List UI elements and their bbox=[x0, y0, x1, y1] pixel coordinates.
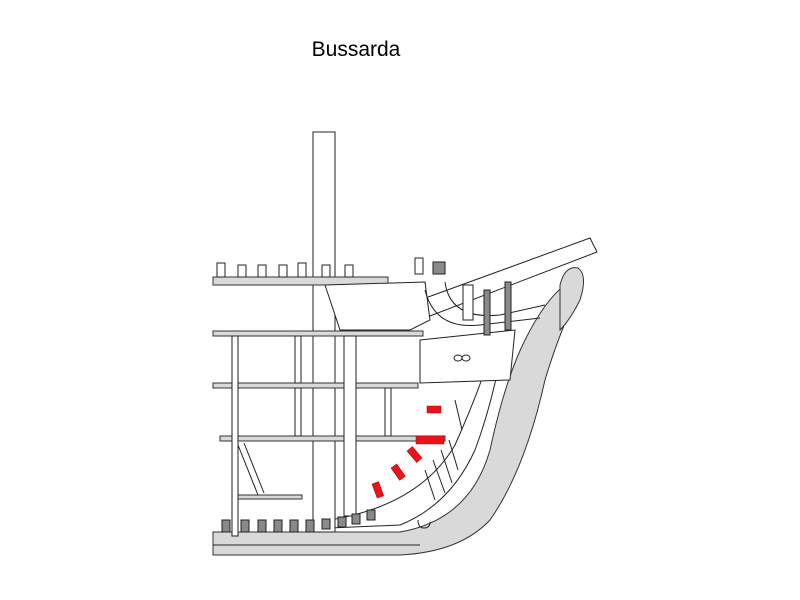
frames bbox=[424, 399, 463, 501]
red-block bbox=[371, 481, 385, 499]
red-block bbox=[406, 446, 423, 463]
stanchions bbox=[231, 335, 392, 537]
red-block bbox=[426, 405, 442, 414]
deck-3 bbox=[212, 382, 419, 389]
deck-5 bbox=[231, 494, 303, 500]
ladder bbox=[237, 442, 265, 496]
figurehead bbox=[559, 267, 584, 332]
deck-4 bbox=[219, 435, 446, 442]
red-highlights bbox=[371, 405, 445, 499]
red-block bbox=[415, 435, 445, 445]
anchor-ring bbox=[417, 519, 431, 529]
red-block bbox=[390, 463, 406, 481]
deck-2 bbox=[212, 330, 424, 337]
floor-timbers bbox=[221, 509, 376, 533]
headrail bbox=[424, 289, 541, 327]
bollards bbox=[216, 257, 424, 278]
diagram-title: Bussarda bbox=[311, 38, 401, 61]
